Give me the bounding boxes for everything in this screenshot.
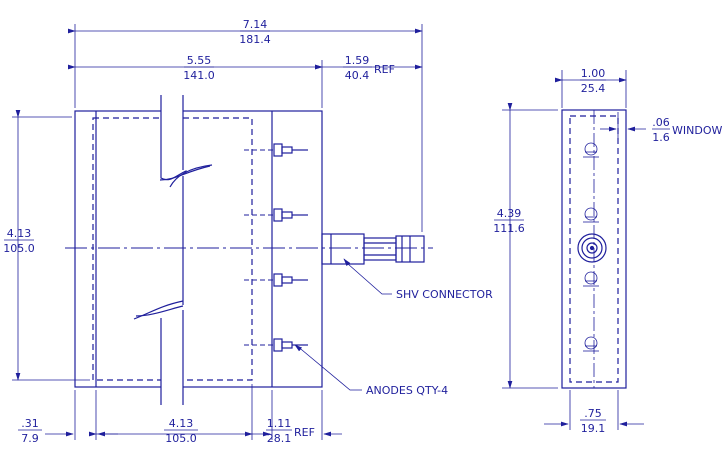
dim-end-height-mm: 111.6 bbox=[493, 222, 525, 235]
dim-left-wall-inch: .31 bbox=[21, 417, 39, 430]
anodes-callout: ANODES QTY-4 bbox=[366, 384, 448, 397]
shv-connector-callout: SHV CONNECTOR bbox=[396, 288, 493, 301]
end-anode-symbol bbox=[583, 142, 599, 158]
anode bbox=[244, 338, 308, 352]
dim-inner-width-inch: 4.13 bbox=[169, 417, 194, 430]
end-anode-symbol bbox=[583, 207, 599, 223]
end-connector-face bbox=[577, 233, 607, 263]
dim-connector-suffix: REF bbox=[374, 63, 395, 76]
dim-body-width-inch: 5.55 bbox=[187, 54, 212, 67]
dim-end-inner-width-inch: .75 bbox=[584, 407, 602, 420]
anode bbox=[244, 143, 308, 157]
dim-end-width-mm: 25.4 bbox=[581, 82, 606, 95]
dim-anode-section-mm: 28.1 bbox=[267, 432, 292, 445]
break-curve-top-b bbox=[159, 165, 211, 181]
anode bbox=[244, 208, 308, 222]
end-view bbox=[494, 70, 670, 430]
dim-overall-width-inch: 7.14 bbox=[243, 18, 268, 31]
dim-window-suffix: WINDOW bbox=[672, 124, 722, 137]
dim-window-inch: .06 bbox=[652, 116, 670, 129]
dim-end-inner-width-mm: 19.1 bbox=[581, 422, 606, 435]
dim-anode-section-suffix: REF bbox=[294, 426, 315, 439]
anode bbox=[244, 273, 308, 287]
dim-overall-width-mm: 181.4 bbox=[239, 33, 271, 46]
dim-connector-inch: 1.59 bbox=[345, 54, 370, 67]
break-curve-top bbox=[169, 164, 213, 188]
dim-left-wall-mm: 7.9 bbox=[21, 432, 39, 445]
end-anode-symbol bbox=[583, 336, 599, 352]
anodes-leader bbox=[295, 344, 362, 391]
break-curve-bottom-b bbox=[135, 305, 184, 317]
dim-window-mm: 1.6 bbox=[652, 131, 670, 144]
dim-left-height-mm: 105.0 bbox=[3, 242, 35, 255]
shv-leader bbox=[347, 263, 392, 295]
shv-connector bbox=[321, 233, 425, 265]
dim-left-height-inch: 4.13 bbox=[7, 227, 32, 240]
dim-end-height-inch: 4.39 bbox=[497, 207, 522, 220]
dim-end-width-inch: 1.00 bbox=[581, 67, 606, 80]
dim-connector-mm: 40.4 bbox=[345, 69, 370, 82]
break-curve-bottom bbox=[133, 300, 184, 320]
dim-body-width-mm: 141.0 bbox=[183, 69, 215, 82]
end-anode-symbol bbox=[583, 271, 599, 287]
body-outline bbox=[74, 110, 323, 388]
break-gap bbox=[161, 95, 183, 405]
side-view bbox=[4, 24, 433, 440]
dim-anode-section-inch: 1.11 bbox=[267, 417, 292, 430]
dim-inner-width-mm: 105.0 bbox=[165, 432, 197, 445]
